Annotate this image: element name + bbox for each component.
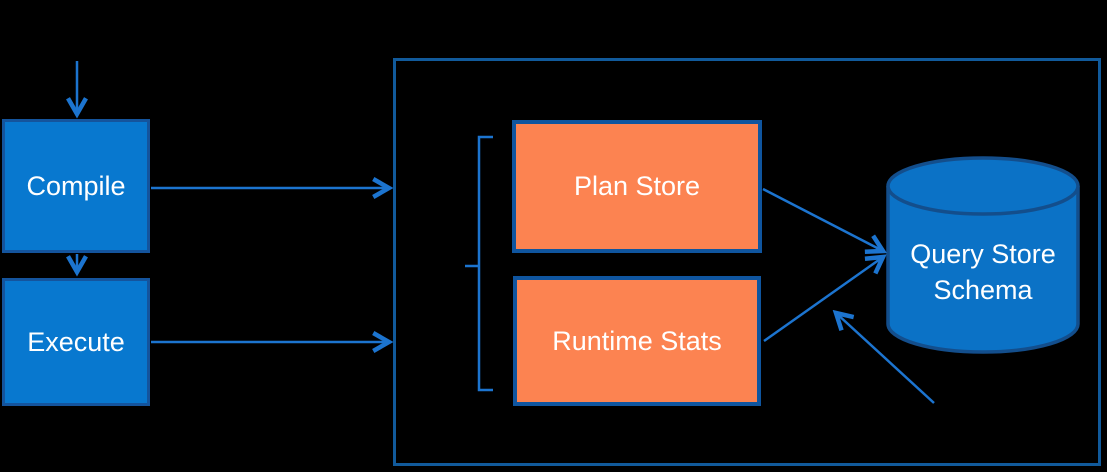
compile-label: Compile: [26, 170, 126, 201]
database-cylinder-icon: [886, 156, 1080, 354]
arrow-plan-store-to-schema: [762, 187, 883, 251]
group-bracket: [465, 135, 493, 392]
arrow-runtime-stats-to-schema: [763, 257, 883, 343]
execute-label: Execute: [27, 326, 125, 357]
query-store-container-rect: [393, 58, 1101, 466]
runtime-stats-label: Runtime Stats: [552, 325, 722, 356]
runtime-stats-box: Runtime Stats: [513, 276, 761, 406]
arrow-async-writeback: [836, 313, 935, 404]
cylinder-top-ellipse: [886, 156, 1080, 216]
plan-store-label: Plan Store: [573, 171, 701, 201]
plan-store-box: Plan Store: [512, 120, 762, 253]
query-store-schema-label: Query Store Schema: [910, 239, 1056, 305]
cylinder-body: [886, 186, 1080, 354]
execute-box: Execute: [2, 278, 150, 406]
compile-box: Compile: [2, 119, 150, 253]
